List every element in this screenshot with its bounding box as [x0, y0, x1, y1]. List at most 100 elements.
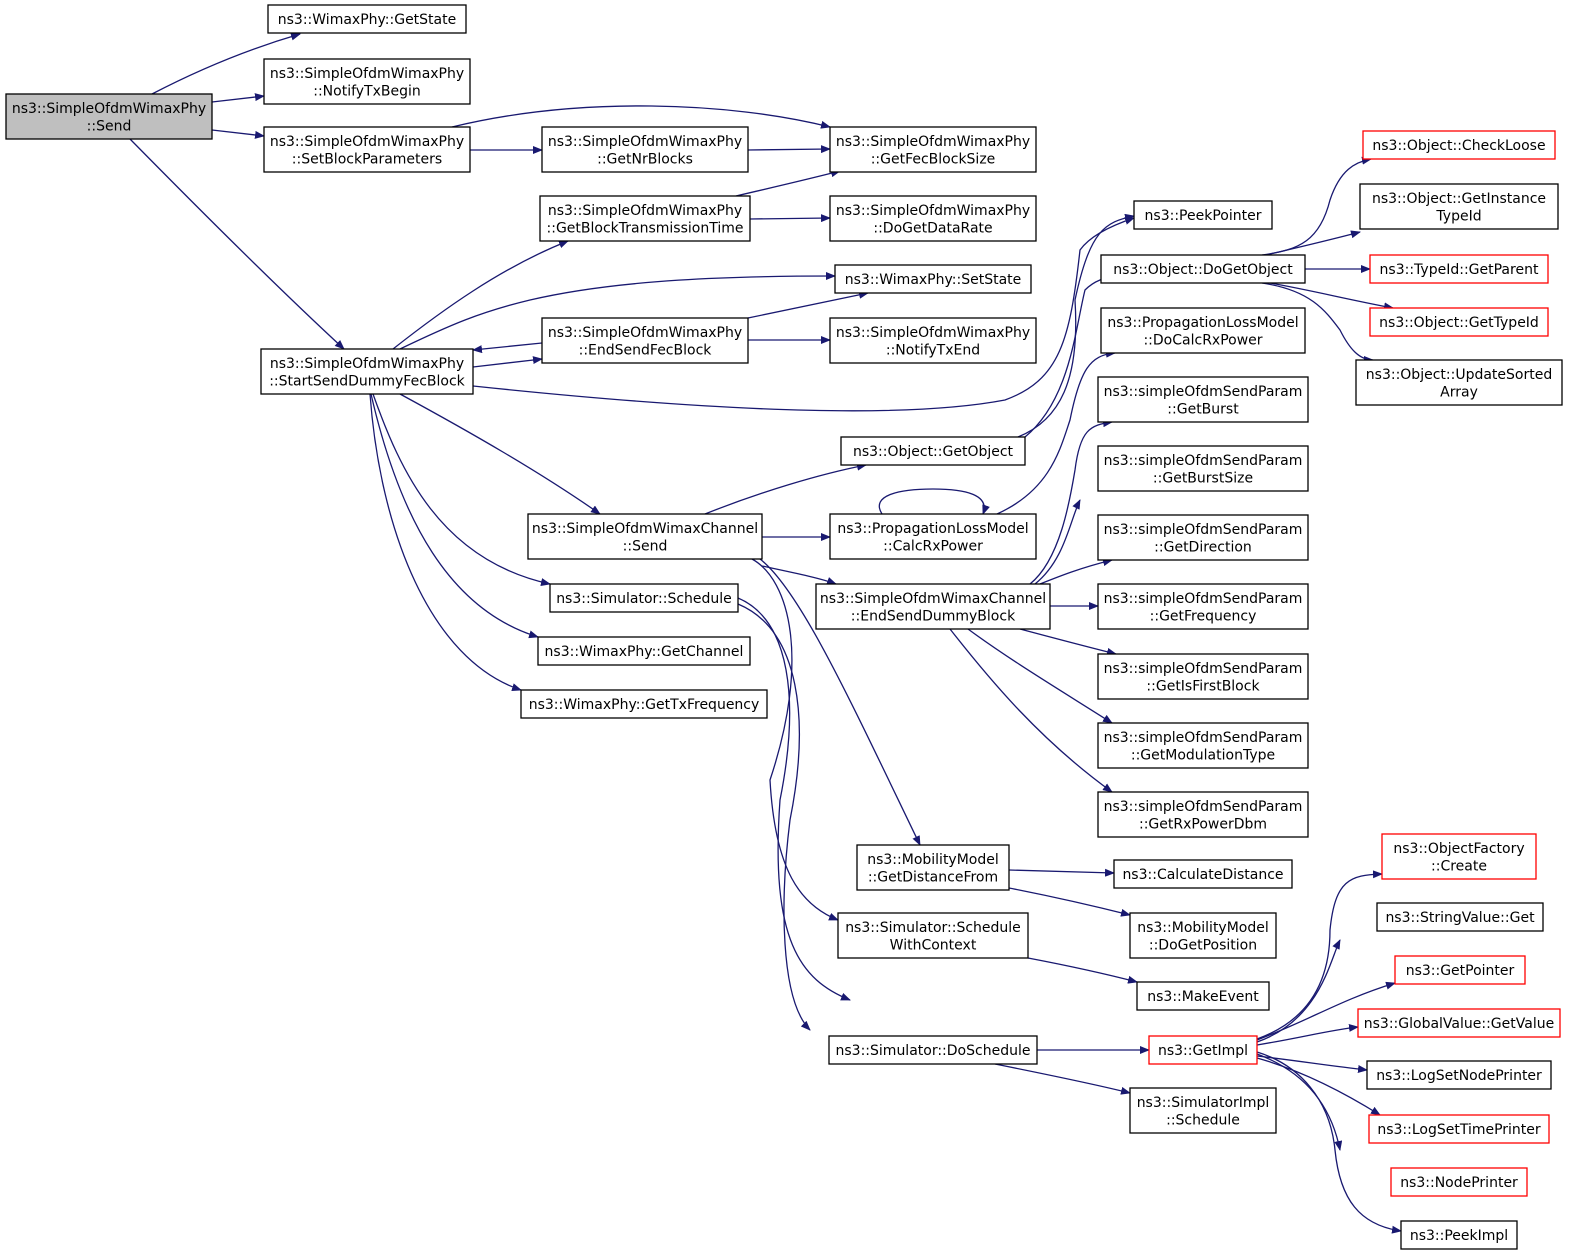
edge-getImpl-to-globalValueGetValue — [1256, 1023, 1359, 1046]
node-checkLoose[interactable]: ns3::Object::CheckLoose — [1362, 130, 1556, 160]
node-label: ns3::simpleOfdmSendParam — [1104, 453, 1303, 469]
node-box — [1376, 902, 1544, 932]
node-label: ns3::Object::CheckLoose — [1372, 138, 1545, 154]
node-label: ns3::simpleOfdmSendParam — [1104, 799, 1303, 815]
edge-endSendFecBlock-to-setState — [747, 290, 869, 319]
node-label: ns3::Simulator::DoSchedule — [836, 1043, 1031, 1059]
node-notifyTxEnd[interactable]: ns3::SimpleOfdmWimaxPhy::NotifyTxEnd — [829, 317, 1037, 364]
node-label: ns3::simpleOfdmSendParam — [1104, 522, 1303, 538]
node-label: ns3::GlobalValue::GetValue — [1364, 1016, 1554, 1032]
node-label: ns3::GetPointer — [1406, 963, 1515, 979]
node-getModulationType[interactable]: ns3::simpleOfdmSendParam::GetModulationT… — [1097, 722, 1309, 769]
node-box — [1368, 1114, 1550, 1144]
node-getTxFrequency[interactable]: ns3::WimaxPhy::GetTxFrequency — [520, 689, 768, 719]
node-doCalcRxPower[interactable]: ns3::PropagationLossModel::DoCalcRxPower — [1100, 307, 1306, 354]
node-getBurstSize[interactable]: ns3::simpleOfdmSendParam::GetBurstSize — [1097, 445, 1309, 492]
node-doSchedule[interactable]: ns3::Simulator::DoSchedule — [828, 1035, 1038, 1065]
edge-doGetObject-to-checkLoose — [1261, 156, 1372, 256]
node-label: ::SetBlockParameters — [292, 151, 442, 167]
edge-getBlockTransmissionTime-to-getFecBlockSize — [735, 169, 841, 197]
node-getImpl[interactable]: ns3::GetImpl — [1148, 1035, 1258, 1065]
node-label: ::GetDistanceFrom — [868, 869, 998, 885]
node-endSendFecBlock[interactable]: ns3::SimpleOfdmWimaxPhy::EndSendFecBlock — [541, 317, 749, 364]
node-globalValueGetValue[interactable]: ns3::GlobalValue::GetValue — [1357, 1008, 1561, 1038]
node-label: ::NotifyTxBegin — [313, 83, 421, 99]
node-label: ::GetFecBlockSize — [871, 151, 996, 167]
node-getState[interactable]: ns3::WimaxPhy::GetState — [267, 4, 467, 34]
node-label: ns3::SimpleOfdmWimaxPhy — [548, 325, 742, 341]
node-calcRxPower[interactable]: ns3::PropagationLossModel::CalcRxPower — [829, 513, 1037, 560]
node-logSetNodePrinter[interactable]: ns3::LogSetNodePrinter — [1366, 1060, 1552, 1090]
node-doGetDataRate[interactable]: ns3::SimpleOfdmWimaxPhy::DoGetDataRate — [829, 195, 1037, 242]
node-label: ns3::Object::GetTypeId — [1379, 315, 1539, 331]
node-doGetPosition[interactable]: ns3::MobilityModel::DoGetPosition — [1129, 912, 1277, 959]
node-getFrequency[interactable]: ns3::simpleOfdmSendParam::GetFrequency — [1097, 583, 1309, 630]
node-label: ns3::Object::DoGetObject — [1113, 262, 1293, 278]
node-getBlockTransmissionTime[interactable]: ns3::SimpleOfdmWimaxPhy::GetBlockTransmi… — [539, 195, 751, 242]
node-label: ns3::PeekPointer — [1145, 208, 1262, 224]
node-getRxPowerDbm[interactable]: ns3::simpleOfdmSendParam::GetRxPowerDbm — [1097, 791, 1309, 838]
edge-doGetObject-to-updateSortedArray — [1261, 282, 1374, 364]
node-label: ns3::Simulator::Schedule — [845, 920, 1021, 936]
node-logSetTimePrinter[interactable]: ns3::LogSetTimePrinter — [1368, 1114, 1550, 1144]
node-box — [1097, 514, 1309, 561]
node-peekImpl[interactable]: ns3::PeekImpl — [1400, 1220, 1518, 1250]
node-label: ::NotifyTxEnd — [886, 342, 980, 358]
node-box — [1097, 722, 1309, 769]
node-setState[interactable]: ns3::WimaxPhy::SetState — [834, 264, 1032, 294]
node-send[interactable]: ns3::SimpleOfdmWimaxPhy::Send — [5, 93, 213, 140]
edge-getImpl-to-objectFactoryCreate — [1256, 870, 1383, 1040]
node-calculateDistance[interactable]: ns3::CalculateDistance — [1113, 859, 1293, 889]
edge-getImpl-to-nodePrinter — [1256, 1053, 1343, 1151]
node-label: ::EndSendFecBlock — [579, 342, 713, 358]
node-label: ::Schedule — [1166, 1112, 1240, 1128]
node-channelSend[interactable]: ns3::SimpleOfdmWimaxChannel::Send — [527, 513, 763, 560]
node-label: ns3::WimaxPhy::SetState — [845, 272, 1022, 288]
node-simulatorImplSchedule[interactable]: ns3::SimulatorImpl::Schedule — [1129, 1087, 1277, 1134]
node-startSendDummyFecBlock[interactable]: ns3::SimpleOfdmWimaxPhy::StartSendDummyF… — [260, 348, 474, 395]
node-objectFactoryCreate[interactable]: ns3::ObjectFactory::Create — [1381, 833, 1537, 880]
node-stringValueGet[interactable]: ns3::StringValue::Get — [1376, 902, 1544, 932]
node-box — [537, 636, 751, 666]
node-getNrBlocks[interactable]: ns3::SimpleOfdmWimaxPhy::GetNrBlocks — [541, 126, 749, 173]
edge-endSendDummyBlock-to-getIsFirstBlock — [1019, 628, 1117, 656]
edge-getImpl-to-peekImpl — [1256, 1051, 1402, 1234]
node-getIsFirstBlock[interactable]: ns3::simpleOfdmSendParam::GetIsFirstBloc… — [1097, 653, 1309, 700]
edge-endSendDummyBlock-to-getBurst — [1029, 419, 1113, 585]
edge-channelSend-to-getDistanceFrom — [759, 558, 921, 846]
node-schedule[interactable]: ns3::Simulator::Schedule — [549, 583, 739, 613]
node-box — [541, 126, 749, 173]
node-getObject[interactable]: ns3::Object::GetObject — [840, 436, 1026, 466]
node-getFecBlockSize[interactable]: ns3::SimpleOfdmWimaxPhy::GetFecBlockSize — [829, 126, 1037, 173]
node-getChannel[interactable]: ns3::WimaxPhy::GetChannel — [537, 636, 751, 666]
edge-getImpl-to-logSetTimePrinter — [1256, 1057, 1381, 1116]
node-setBlockParameters[interactable]: ns3::SimpleOfdmWimaxPhy::SetBlockParamet… — [263, 126, 471, 173]
node-label: TypeId — [1435, 208, 1481, 224]
edge-startSendDummyFecBlock-to-schedule — [372, 393, 551, 586]
edge-endSendDummyBlock-to-getRxPowerDbm — [949, 628, 1113, 793]
node-makeEvent[interactable]: ns3::MakeEvent — [1136, 981, 1270, 1011]
node-box — [828, 1035, 1038, 1065]
node-getDirection[interactable]: ns3::simpleOfdmSendParam::GetDirection — [1097, 514, 1309, 561]
node-getDistanceFrom[interactable]: ns3::MobilityModel::GetDistanceFrom — [856, 844, 1010, 891]
node-label: ::CalcRxPower — [883, 538, 983, 554]
node-endSendDummyBlock[interactable]: ns3::SimpleOfdmWimaxChannel::EndSendDumm… — [815, 583, 1051, 630]
node-getBurst[interactable]: ns3::simpleOfdmSendParam::GetBurst — [1097, 376, 1309, 423]
node-box — [1097, 791, 1309, 838]
node-nodePrinter[interactable]: ns3::NodePrinter — [1390, 1167, 1528, 1197]
node-label: ns3::simpleOfdmSendParam — [1104, 384, 1303, 400]
node-label: ns3::GetImpl — [1158, 1043, 1248, 1059]
node-getPointer[interactable]: ns3::GetPointer — [1394, 955, 1526, 985]
node-label: ::Send — [87, 118, 132, 134]
node-notifyTxBegin[interactable]: ns3::SimpleOfdmWimaxPhy::NotifyTxBegin — [263, 58, 471, 105]
node-getParent[interactable]: ns3::TypeId::GetParent — [1369, 254, 1549, 284]
node-peekPointer[interactable]: ns3::PeekPointer — [1133, 200, 1273, 230]
node-box — [1390, 1167, 1528, 1197]
node-doGetObject[interactable]: ns3::Object::DoGetObject — [1100, 254, 1306, 284]
node-getTypeId[interactable]: ns3::Object::GetTypeId — [1369, 307, 1549, 337]
node-label: ns3::SimpleOfdmWimaxPhy — [548, 203, 742, 219]
node-box — [1129, 1087, 1277, 1134]
